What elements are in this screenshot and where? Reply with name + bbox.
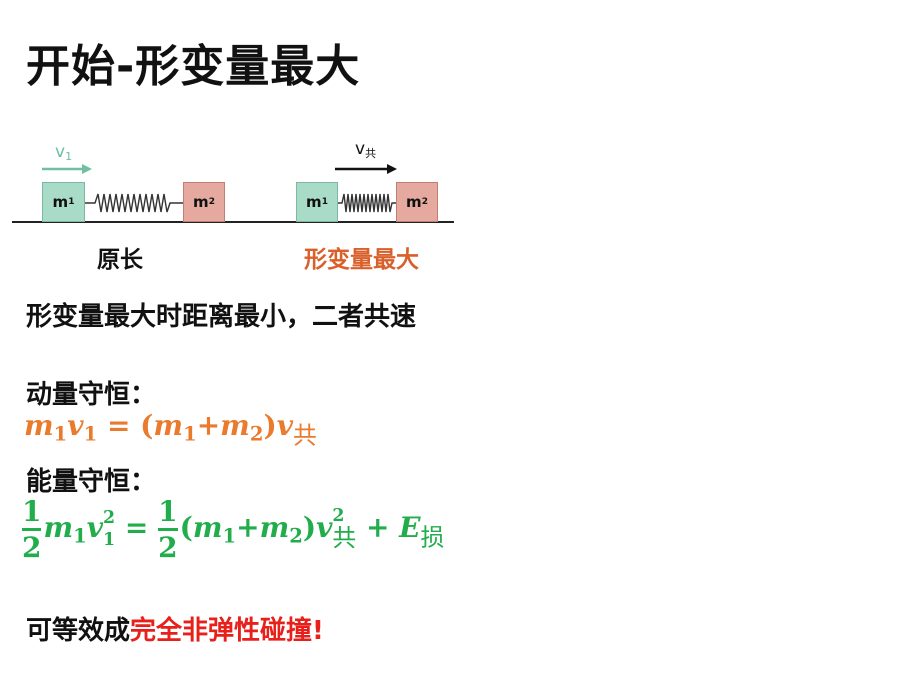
- caption-max-deformation: 形变量最大: [304, 247, 419, 273]
- velocity-arrow-left: [42, 164, 92, 174]
- spring-right-compressed: [338, 193, 396, 213]
- caption-original-length: 原长: [97, 247, 143, 273]
- ground-line: [12, 221, 454, 223]
- conclusion-line: 可等效成完全非弹性碰撞!: [26, 610, 324, 647]
- spring-left: [85, 193, 183, 213]
- velocity-label-left: v1: [55, 142, 73, 163]
- page-title: 开始-形变量最大: [26, 41, 361, 92]
- statement-text: 形变量最大时距离最小，二者共速: [26, 302, 417, 332]
- velocity-arrow-right: [335, 164, 397, 174]
- conclusion-highlight: 完全非弹性碰撞!: [130, 616, 324, 646]
- momentum-equation: m1v1 = (m1+m2)v共: [24, 409, 317, 450]
- conclusion-prefix: 可等效成: [26, 616, 131, 646]
- velocity-label-right: v共: [355, 139, 377, 160]
- momentum-heading: 动量守恒：: [26, 380, 157, 410]
- energy-heading: 能量守恒：: [26, 467, 157, 497]
